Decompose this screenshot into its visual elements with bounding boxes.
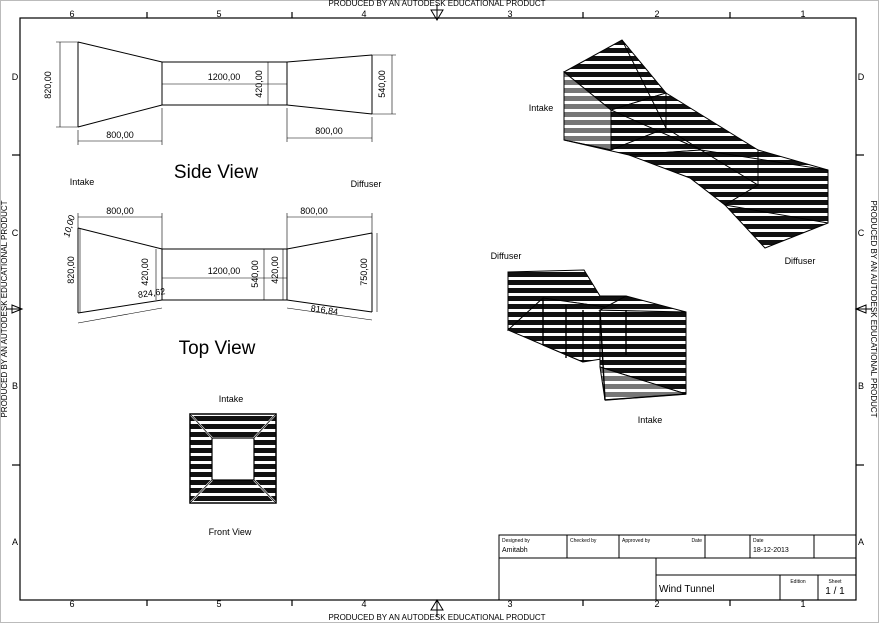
side-dim-intake-height: 820,00: [43, 71, 53, 99]
top-dim-intake-length: 800,00: [106, 206, 134, 216]
top-dim-diffuser-width: 750,00: [359, 258, 369, 286]
svg-text:A: A: [858, 537, 864, 547]
svg-text:3: 3: [507, 9, 512, 19]
front-view-intake-label: Intake: [219, 394, 244, 404]
top-view-drawing: [77, 213, 378, 324]
top-dim-angle: 10,00: [61, 214, 76, 238]
svg-text:6: 6: [69, 599, 74, 609]
watermark-bottom: PRODUCED BY AN AUTODESK EDUCATIONAL PROD…: [328, 613, 545, 622]
svg-text:2: 2: [654, 599, 659, 609]
top-dim-slant: 824,62: [137, 286, 166, 300]
column-labels-top: 6 5 4 3 2 1: [69, 9, 805, 19]
drawing-title: Wind Tunnel: [659, 584, 715, 595]
centering-marks: [6, 4, 872, 617]
front-view-drawing: [189, 413, 277, 504]
side-view-dimensions: 820,00 800,00 1200,00 420,00 540,00 800,…: [43, 70, 387, 140]
sheet-label: Sheet: [828, 579, 842, 585]
zone-ticks: [12, 12, 864, 606]
side-dim-intake-length: 800,00: [106, 130, 134, 140]
svg-text:1: 1: [800, 9, 805, 19]
side-dim-test-height: 420,00: [254, 70, 264, 98]
top-dim-test-width-center: 540,00: [250, 260, 260, 288]
date-label-2: Date: [753, 538, 764, 544]
svg-text:B: B: [858, 381, 864, 391]
side-dim-test-length: 1200,00: [208, 72, 241, 82]
svg-text:A: A: [12, 537, 18, 547]
column-labels-bottom: 6 5 4 3 2 1: [69, 599, 805, 609]
iso-top-diffuser-label: Diffuser: [785, 256, 816, 266]
svg-text:B: B: [12, 381, 18, 391]
side-view-diffuser-label: Diffuser: [351, 179, 382, 189]
top-dim-intake-width: 820,00: [66, 256, 76, 284]
side-view-intake-label: Intake: [70, 177, 95, 187]
date-label-1: Date: [691, 538, 702, 544]
drawing-date: 18-12-2013: [753, 547, 789, 554]
svg-text:5: 5: [216, 599, 221, 609]
iso-bottom-intake-label: Intake: [638, 415, 663, 425]
svg-text:5: 5: [216, 9, 221, 19]
top-dim-test-length: 1200,00: [208, 266, 241, 276]
watermark-right: PRODUCED BY AN AUTODESK EDUCATIONAL PROD…: [869, 200, 878, 417]
isometric-view-top: [563, 39, 829, 249]
front-view-title: Front View: [209, 527, 252, 537]
svg-text:4: 4: [361, 9, 366, 19]
sheet-value: 1 / 1: [825, 586, 845, 597]
iso-bottom-diffuser-label: Diffuser: [491, 251, 522, 261]
svg-text:3: 3: [507, 599, 512, 609]
side-dim-diffuser-length: 800,00: [315, 126, 343, 136]
top-dim-diffuser-length: 800,00: [300, 206, 328, 216]
svg-text:C: C: [858, 228, 865, 238]
watermark-left: PRODUCED BY AN AUTODESK EDUCATIONAL PROD…: [0, 200, 9, 417]
svg-text:4: 4: [361, 599, 366, 609]
top-dim-test-width-left: 420,00: [140, 258, 150, 286]
title-block-text: Designed by Checked by Approved by Date …: [502, 538, 845, 597]
watermark-top: PRODUCED BY AN AUTODESK EDUCATIONAL PROD…: [328, 0, 545, 8]
svg-text:D: D: [858, 72, 865, 82]
side-dim-diffuser-height: 540,00: [377, 70, 387, 98]
top-view-title: Top View: [179, 338, 256, 359]
designer-name: Amitabh: [502, 547, 528, 554]
svg-text:D: D: [12, 72, 19, 82]
top-dim-diffuser-slant: 816,84: [310, 303, 339, 317]
svg-text:1: 1: [800, 599, 805, 609]
designed-by-label: Designed by: [502, 538, 530, 544]
svg-text:C: C: [12, 228, 19, 238]
row-labels-left: D C B A: [12, 72, 19, 547]
iso-top-intake-label: Intake: [529, 103, 554, 113]
row-labels-right: D C B A: [858, 72, 865, 547]
edition-label: Edition: [790, 579, 806, 585]
svg-text:2: 2: [654, 9, 659, 19]
title-block: [498, 534, 857, 601]
side-view-drawing: [56, 41, 396, 145]
side-view-title: Side View: [174, 162, 258, 183]
svg-text:6: 6: [69, 9, 74, 19]
checked-by-label: Checked by: [570, 538, 597, 544]
approved-by-label: Approved by: [622, 538, 651, 544]
isometric-view-bottom: [507, 269, 687, 401]
top-dim-test-width-right: 420,00: [270, 256, 280, 284]
